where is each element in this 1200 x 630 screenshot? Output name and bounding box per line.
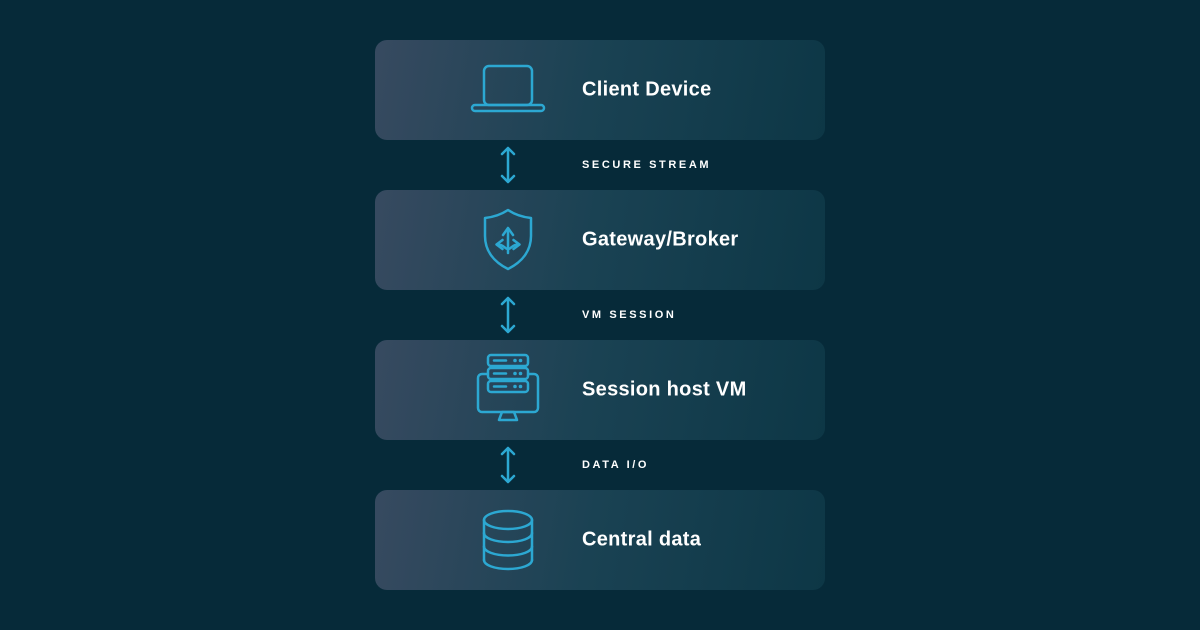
node-client-device: Client Device [375,40,825,140]
connector-label: SECURE STREAM [582,159,712,171]
connector-label: DATA I/O [582,459,650,471]
server-monitor-icon [472,352,544,428]
node-title: Gateway/Broker [582,228,739,251]
double-arrow-icon [499,295,517,335]
connector-vm-session: VM SESSION [375,290,825,340]
connector-secure-stream: SECURE STREAM [375,140,825,190]
laptop-icon [469,63,547,117]
database-icon [478,508,538,572]
connector-data-io: DATA I/O [375,440,825,490]
node-central-data: Central data [375,490,825,590]
node-gateway-broker: Gateway/Broker [375,190,825,290]
connector-label: VM SESSION [582,309,677,321]
node-session-host-vm: Session host VM [375,340,825,440]
node-title: Client Device [582,78,712,101]
double-arrow-icon [499,145,517,185]
node-title: Session host VM [582,378,747,401]
architecture-diagram: Client Device SECURE STREAM Gatewa [375,40,825,590]
shield-route-icon [479,207,537,273]
node-title: Central data [582,528,702,551]
double-arrow-icon [499,445,517,485]
